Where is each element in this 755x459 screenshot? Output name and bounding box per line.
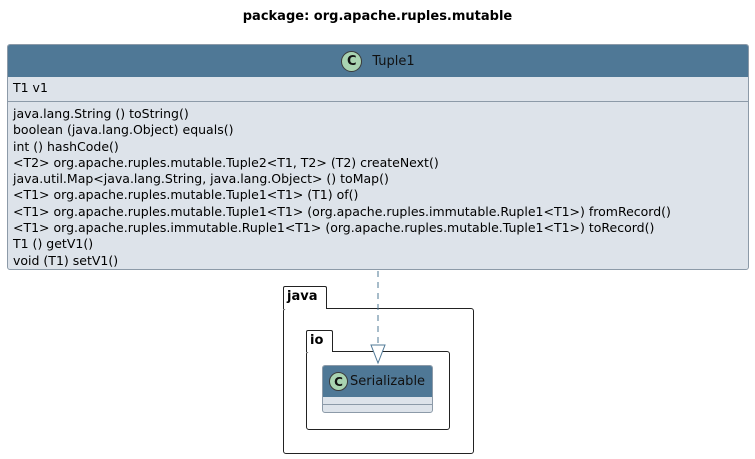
package-java-label: java xyxy=(287,289,318,304)
package-io-tab: io xyxy=(306,330,333,352)
interface-name: Serializable xyxy=(350,374,426,389)
interface-separator xyxy=(323,397,432,405)
class-fields: T1 v1 xyxy=(8,77,748,102)
method-item: T1 () getV1() xyxy=(13,236,94,252)
realization-arrowhead xyxy=(370,344,386,365)
method-item: void (T1) setV1() xyxy=(13,252,119,268)
interface-header: C Serializable xyxy=(323,366,432,397)
diagram-title: package: org.apache.ruples.mutable xyxy=(242,9,513,24)
field-item: T1 v1 xyxy=(13,80,48,95)
class-tuple1[interactable]: C Tuple1 T1 v1 java.lang.String () toStr… xyxy=(7,44,749,270)
method-item: <T1> org.apache.ruples.immutable.Ruple1<… xyxy=(13,220,655,236)
method-item: boolean (java.lang.Object) equals() xyxy=(13,122,234,138)
method-item: <T2> org.apache.ruples.mutable.Tuple2<T1… xyxy=(13,154,439,170)
interface-stereotype-icon: C xyxy=(329,372,348,391)
method-item: java.util.Map<java.lang.String, java.lan… xyxy=(13,171,389,187)
method-item: int () hashCode() xyxy=(13,138,119,154)
class-name: Tuple1 xyxy=(372,53,415,69)
method-item: <T1> org.apache.ruples.mutable.Tuple1<T1… xyxy=(13,187,359,203)
class-stereotype-icon: C xyxy=(341,50,363,72)
class-methods: java.lang.String () toString() boolean (… xyxy=(8,102,748,269)
package-io-label: io xyxy=(310,333,324,348)
package-java-tab: java xyxy=(283,286,327,309)
method-item: <T1> org.apache.ruples.mutable.Tuple1<T1… xyxy=(13,203,671,219)
class-header: C Tuple1 xyxy=(8,45,748,77)
interface-serializable[interactable]: C Serializable xyxy=(322,365,433,413)
method-item: java.lang.String () toString() xyxy=(13,106,189,121)
